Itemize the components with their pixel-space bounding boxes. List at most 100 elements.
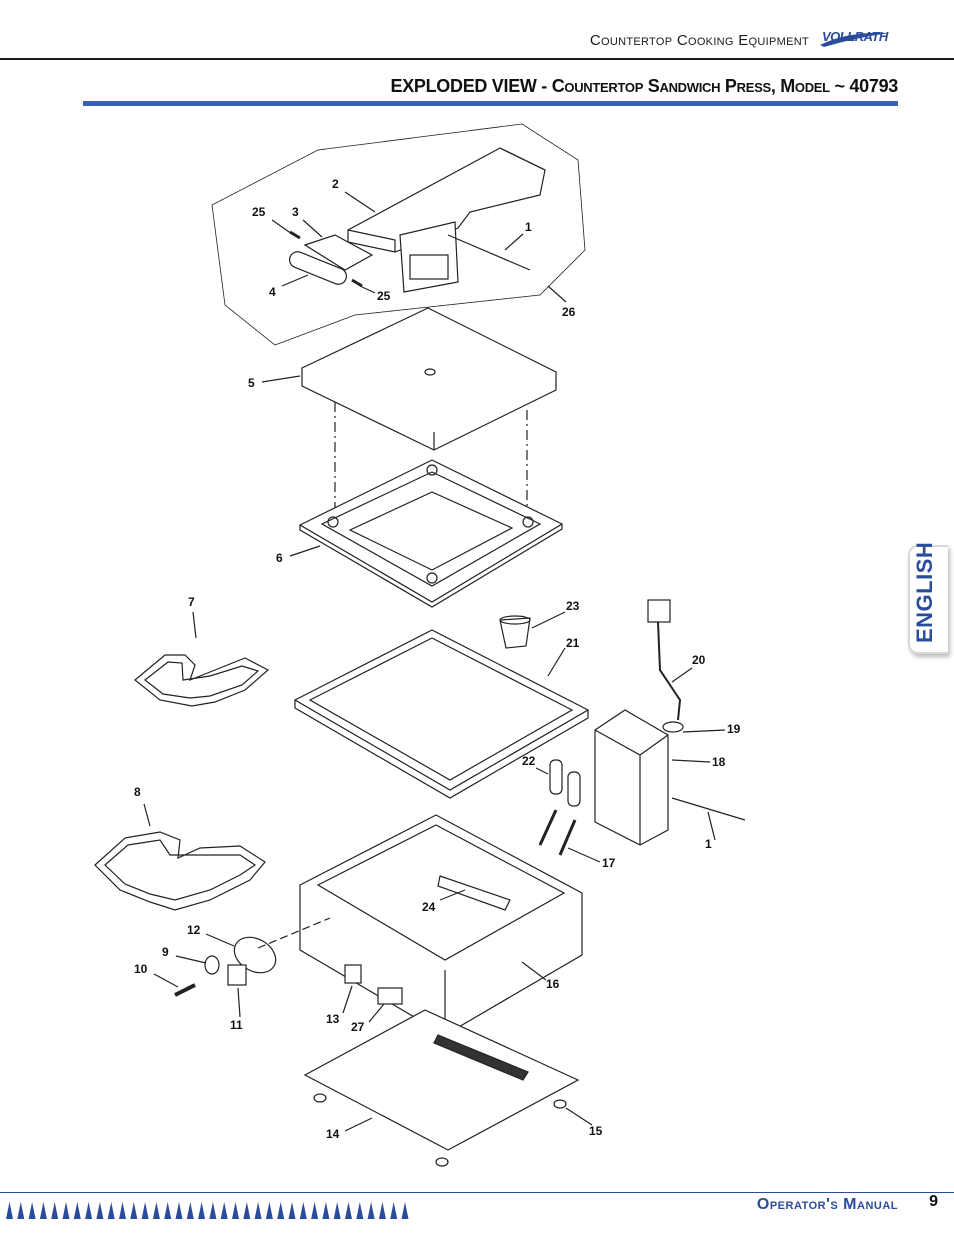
leader-24 xyxy=(439,889,466,901)
footer-triangle xyxy=(311,1202,319,1219)
power-cord xyxy=(657,621,682,721)
foot-front xyxy=(435,1157,449,1167)
screw-upper xyxy=(289,230,301,240)
callout-26: 26 xyxy=(562,305,576,319)
griddle-inner-rim xyxy=(320,471,542,587)
knob-align-line xyxy=(257,917,331,949)
callout-labels: 2 25 3 1 4 25 26 5 6 7 23 21 20 19 22 18… xyxy=(134,177,741,1141)
footer-triangle xyxy=(17,1202,25,1219)
callout-27: 27 xyxy=(351,1020,365,1034)
leader-6 xyxy=(289,545,321,557)
thermostat xyxy=(344,964,362,984)
control-bezel xyxy=(233,936,277,974)
link-right xyxy=(558,819,577,856)
callout-19: 19 xyxy=(727,722,741,736)
griddle-element-channel xyxy=(348,491,514,571)
footer-triangle xyxy=(299,1202,307,1219)
footer-triangle xyxy=(288,1202,296,1219)
leader-1a xyxy=(504,233,524,251)
footer-triangle xyxy=(107,1202,115,1219)
leader-7 xyxy=(192,611,197,639)
footer-triangle xyxy=(164,1202,172,1219)
footer-triangle xyxy=(209,1202,217,1219)
callout-1a: 1 xyxy=(525,220,532,234)
mounting-bracket xyxy=(437,875,511,911)
bottom-cover xyxy=(303,1009,580,1151)
hood-assembly-outline xyxy=(211,123,586,346)
footer-triangle xyxy=(390,1202,398,1219)
footer-triangle xyxy=(85,1202,93,1219)
footer-triangle xyxy=(6,1202,13,1219)
exploded-view-diagram: 2 25 3 1 4 25 26 5 6 7 23 21 20 19 22 18… xyxy=(94,123,746,1167)
callout-17: 17 xyxy=(602,856,616,870)
handle-clip xyxy=(303,234,374,271)
footer-triangle-pattern xyxy=(6,1202,409,1219)
footer-triangle xyxy=(254,1202,262,1219)
leader-14 xyxy=(344,1117,373,1132)
section-title: EXPLODED VIEW - Countertop Sandwich Pres… xyxy=(390,76,898,96)
leader-25b xyxy=(359,285,376,294)
control-box xyxy=(594,709,669,846)
footer-triangle xyxy=(378,1202,386,1219)
callout-25a: 25 xyxy=(252,205,266,219)
grease-cup-rim xyxy=(499,615,531,625)
footer-triangle xyxy=(243,1202,251,1219)
footer-triangle xyxy=(62,1202,70,1219)
platen-center-hole xyxy=(424,368,436,376)
spring-right xyxy=(567,771,581,807)
light-lens xyxy=(174,983,196,997)
lower-heating-element-inner xyxy=(104,839,257,901)
footer-triangle xyxy=(28,1202,36,1219)
upper-heating-element-inner xyxy=(144,661,260,699)
leader-21 xyxy=(547,647,566,677)
footer-triangle xyxy=(130,1202,138,1219)
callout-16: 16 xyxy=(546,977,560,991)
footer-rule xyxy=(0,1192,954,1193)
grease-cup xyxy=(499,617,531,649)
drip-tray-inner xyxy=(308,637,574,781)
callout-4: 4 xyxy=(269,285,276,299)
leader-5 xyxy=(261,375,301,383)
griddle-plate-edge xyxy=(299,524,563,608)
leader-19 xyxy=(682,729,726,733)
handle-arm-edge xyxy=(347,147,546,252)
footer-triangle xyxy=(119,1202,126,1219)
leader-16 xyxy=(521,961,547,981)
footer-triangle xyxy=(232,1202,239,1219)
callout-13: 13 xyxy=(326,1012,340,1026)
lower-heating-element xyxy=(94,831,266,911)
footer-triangle xyxy=(367,1202,375,1219)
cord-strain-relief xyxy=(662,721,684,733)
rod-bottom xyxy=(671,797,746,821)
callout-1b: 1 xyxy=(705,837,712,851)
callout-12: 12 xyxy=(187,923,201,937)
vollrath-logo: VOLLRATH xyxy=(818,27,892,49)
leader-25a xyxy=(271,219,293,235)
footer-triangle xyxy=(265,1202,273,1219)
leader-20 xyxy=(671,667,693,683)
callout-14: 14 xyxy=(326,1127,340,1141)
footer-triangle xyxy=(401,1202,409,1219)
footer-triangle xyxy=(152,1202,160,1219)
top-platen-side xyxy=(301,368,557,451)
footer-triangle xyxy=(322,1202,330,1219)
leader-27 xyxy=(368,1003,385,1023)
leader-3 xyxy=(302,219,323,238)
leader-13 xyxy=(342,985,353,1014)
footer-triangle xyxy=(186,1202,194,1219)
footer-triangle xyxy=(39,1202,47,1219)
leader-1b xyxy=(707,811,716,841)
base-housing-inner xyxy=(316,824,566,961)
callout-5: 5 xyxy=(248,376,255,390)
language-tab[interactable]: ENGLISH xyxy=(908,541,948,654)
callout-8: 8 xyxy=(134,785,141,799)
footer-triangle xyxy=(141,1202,149,1219)
leader-2 xyxy=(344,191,376,213)
leader-4 xyxy=(281,274,309,287)
callout-25b: 25 xyxy=(377,289,391,303)
callout-18: 18 xyxy=(712,755,726,769)
language-tab-label: ENGLISH xyxy=(912,541,937,643)
griddle-foot-left xyxy=(327,516,339,528)
callout-3: 3 xyxy=(292,205,299,219)
power-cord-plug xyxy=(647,599,671,623)
